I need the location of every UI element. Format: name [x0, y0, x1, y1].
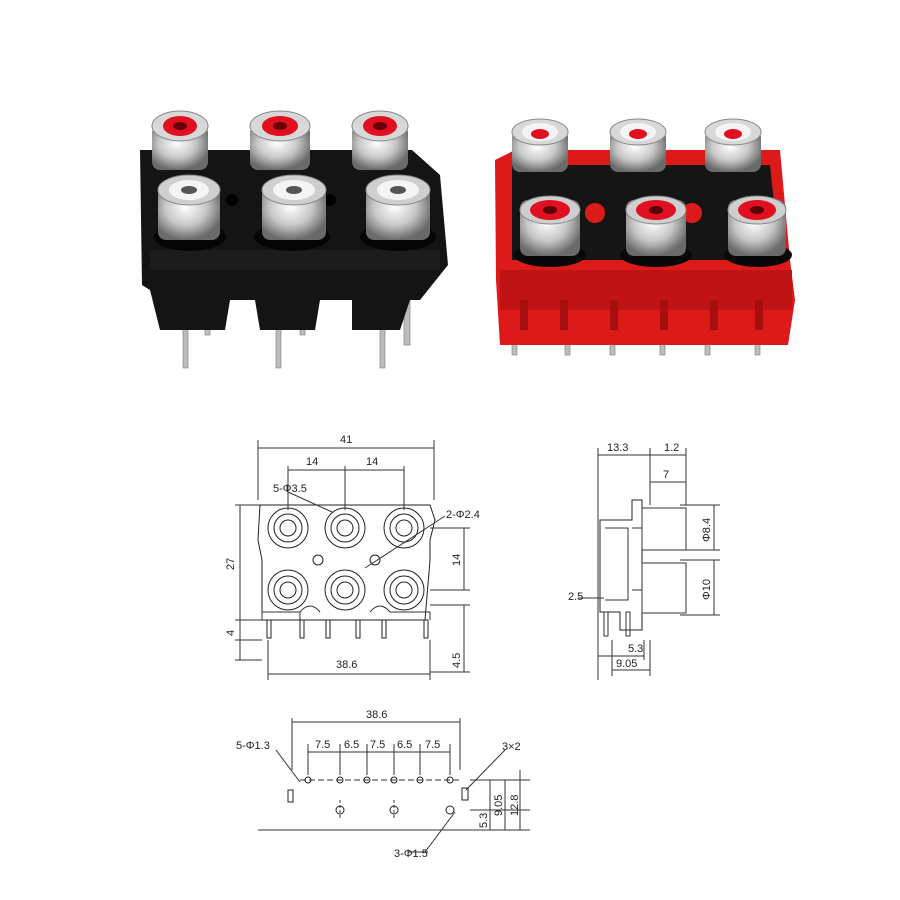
side-view-labels: 13.3 1.2 7 Φ8.4 Φ10 2.5 5.3 9.05: [568, 442, 713, 670]
side-offset: 2.5: [568, 591, 583, 603]
front-base-width: 38.6: [336, 659, 357, 671]
pcb-pin-callout: 5-Φ1.3: [236, 740, 270, 752]
pcb-spacing-2: 6.5: [344, 739, 359, 751]
front-lead-length: 4.5: [451, 653, 463, 668]
pcb-overall-width: 38.6: [366, 709, 387, 721]
pcb-spacing-4: 6.5: [397, 739, 412, 751]
front-pitch-right: 14: [366, 456, 378, 468]
side-flange: 1.2: [664, 442, 679, 454]
pcb-layout-labels: 38.6 5-Φ1.3 7.5 6.5 7.5 6.5 7.5 3×2 3-Φ1…: [236, 709, 521, 860]
side-pin-offset-b: 9.05: [616, 658, 637, 670]
pcb-dim-a: 5.3: [478, 813, 490, 828]
front-row-spacing: 14: [451, 554, 463, 566]
side-upper-diameter: Φ8.4: [701, 518, 713, 542]
side-view-drawing: [578, 448, 720, 680]
red-rca-jack-photo: [495, 118, 795, 356]
front-view-drawing: [235, 440, 470, 680]
front-pin-length: 4: [225, 630, 237, 636]
front-height: 27: [225, 558, 237, 570]
front-pitch-left: 14: [306, 456, 318, 468]
front-hole-callout: 5-Φ3.5: [273, 483, 307, 495]
pcb-spacing-5: 7.5: [425, 739, 440, 751]
pcb-dim-c: 12.8: [509, 795, 521, 816]
pcb-slot-callout: 3×2: [502, 741, 521, 753]
side-sleeve-length: 7: [663, 469, 669, 481]
front-mount-hole-callout: 2-Φ2.4: [446, 509, 480, 521]
pcb-spacing-1: 7.5: [315, 739, 330, 751]
black-rca-jack-photo: [140, 110, 448, 369]
pcb-layout-drawing: [258, 718, 530, 853]
pcb-hole-callout: 3-Φ1.5: [394, 848, 428, 860]
side-lower-diameter: Φ10: [701, 579, 713, 600]
front-view-labels: 41 14 14 5-Φ3.5 2-Φ2.4 27 14 4 38.6 4.5: [225, 434, 480, 671]
side-depth: 13.3: [607, 442, 628, 454]
pcb-dim-b: 9.05: [493, 795, 505, 816]
front-overall-width: 41: [340, 434, 352, 446]
pcb-spacing-3: 7.5: [370, 739, 385, 751]
side-pin-offset-a: 5.3: [628, 643, 643, 655]
